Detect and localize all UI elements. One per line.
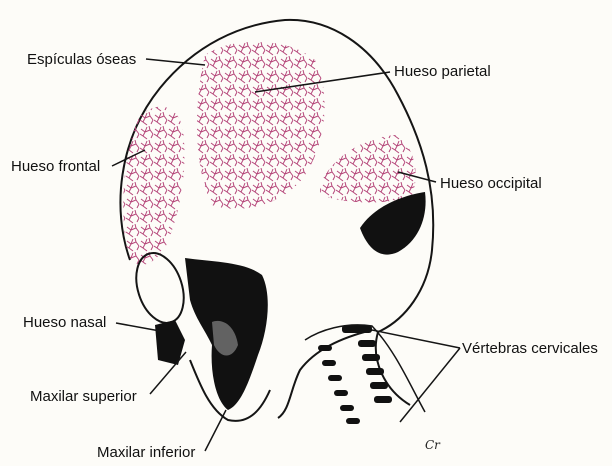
label-maxilar-inferior: Maxilar inferior [97, 445, 195, 460]
label-hueso-parietal: Hueso parietal [394, 64, 491, 79]
label-hueso-nasal: Hueso nasal [23, 315, 106, 330]
label-vertebras-cervicales: Vértebras cervicales [462, 341, 598, 356]
label-espiculas-oseas: Espículas óseas [27, 52, 136, 67]
artist-signature: Cr [425, 438, 440, 452]
occipital-ossification [320, 135, 416, 203]
label-hueso-occipital: Hueso occipital [440, 176, 542, 191]
cervical-vertebrae [318, 325, 392, 424]
parietal-ossification [197, 42, 325, 209]
frontal-ossification [123, 107, 184, 265]
label-hueso-frontal: Hueso frontal [11, 159, 100, 174]
neck-outline [305, 325, 425, 412]
label-maxilar-superior: Maxilar superior [30, 389, 137, 404]
